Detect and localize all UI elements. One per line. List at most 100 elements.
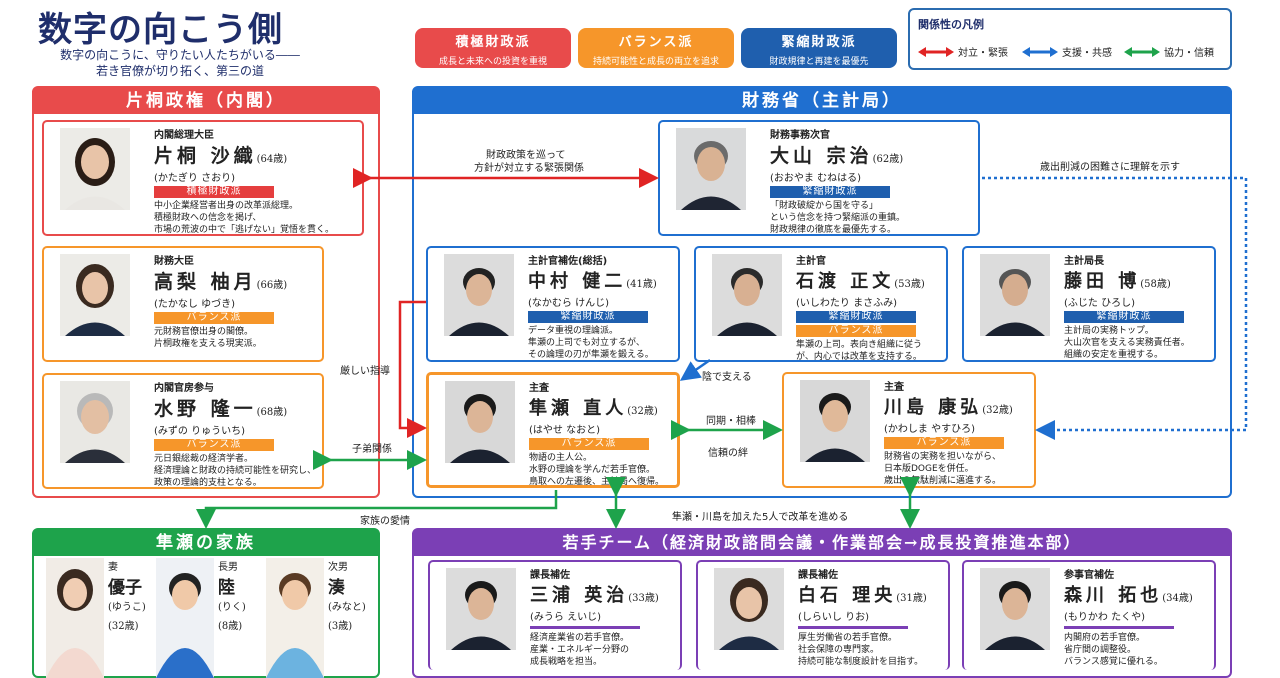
person-kana: (かたぎり さおり) bbox=[154, 173, 235, 184]
desc-line: 隼瀬の上司でも対立するが、 bbox=[528, 338, 645, 348]
portrait-avatar bbox=[712, 254, 782, 336]
person-kana: (おおやま むねはる) bbox=[770, 173, 861, 184]
card-fujita[interactable]: 主計局長 藤田 博(58歳) (ふじた ひろし) 緊縮財政派 主計局の実務トップ… bbox=[962, 246, 1216, 362]
section-cabinet: 片桐政権（内閣） bbox=[32, 86, 380, 498]
family-name: 優子 bbox=[108, 578, 142, 598]
person-kana: (いしわたり まさふみ) bbox=[796, 298, 897, 309]
role-label: 主計官 bbox=[796, 256, 826, 267]
role-label: 内閣総理大臣 bbox=[154, 130, 214, 141]
person-kana: (かわしま やすひろ) bbox=[884, 424, 975, 435]
relation-label-guidance: 厳しい指導 bbox=[340, 366, 390, 377]
green-double-arrow-icon bbox=[1124, 46, 1160, 57]
section-title: 財務省（主計局） bbox=[414, 88, 1230, 114]
desc-line: 成長戦略を担当。 bbox=[530, 657, 603, 667]
portrait-avatar bbox=[800, 380, 870, 462]
family-rel: 妻 bbox=[108, 562, 118, 573]
relation-label-reform: 隼瀬・川島を加えた5人で改革を進める bbox=[672, 512, 849, 523]
support-arrow-ishiwata-hayase bbox=[679, 358, 711, 381]
role-label: 課長補佐 bbox=[530, 570, 570, 581]
person-age: (32歳) bbox=[982, 405, 1013, 416]
faction-tag: バランス派 bbox=[154, 439, 274, 451]
family-member-son2[interactable]: 次男湊(みなと)(3歳) bbox=[266, 558, 376, 678]
family-name: 湊 bbox=[328, 578, 345, 598]
section-mof: 財務省（主計局） bbox=[412, 86, 1232, 498]
desc-line: 市場の荒波の中で「逃げない」覚悟を貫く。 bbox=[154, 225, 335, 235]
person-age: (58歳) bbox=[1140, 279, 1171, 290]
desc-line: データ重視の理論派。 bbox=[528, 326, 619, 336]
card-ishiwata[interactable]: 主計官 石渡 正文(53歳) (いしわたり まさふみ) 緊縮財政派 バランス派 … bbox=[694, 246, 948, 362]
card-mizuno[interactable]: 内閣官房参与 水野 隆一(68歳) (みずの りゅういち) バランス派 元日銀総… bbox=[42, 373, 324, 489]
family-age: (8歳) bbox=[218, 621, 243, 632]
person-kana: (しらいし りお) bbox=[798, 612, 869, 623]
legend-label: 協力・信頼 bbox=[1164, 48, 1214, 59]
family-name: 陸 bbox=[218, 578, 235, 598]
card-nakamura[interactable]: 主計官補佐(総括) 中村 健二(41歳) (なかむら けんじ) 緊縮財政派 デー… bbox=[426, 246, 680, 362]
faction-name: バランス派 bbox=[618, 35, 694, 50]
desc-line: 元日銀総裁の経済学者。 bbox=[154, 454, 254, 464]
person-age: (68歳) bbox=[256, 407, 288, 418]
faction-chip-balance: バランス派 持続可能性と成長の両立を追求 bbox=[578, 28, 734, 68]
section-title: 隼瀬の家族 bbox=[34, 530, 378, 556]
card-oyama[interactable]: 財務事務次官 大山 宗治(62歳) (おおやま むねはる) 緊縮財政派 「財政破… bbox=[658, 120, 980, 236]
divider bbox=[798, 626, 908, 629]
family-kana: (みなと) bbox=[328, 602, 366, 613]
person-age: (34歳) bbox=[1162, 593, 1193, 604]
portrait-avatar bbox=[980, 568, 1050, 650]
desc-line: 片桐政権を支える現実派。 bbox=[154, 339, 262, 349]
faction-tag: バランス派 bbox=[154, 312, 274, 324]
desc-line: 持続可能な制度設計を目指す。 bbox=[798, 657, 924, 667]
card-katagiri[interactable]: 内閣総理大臣 片桐 沙織(64歳) (かたぎり さおり) 積極財政派 中小企業経… bbox=[42, 120, 364, 236]
faction-name: 積極財政派 bbox=[455, 35, 531, 50]
family-age: (3歳) bbox=[328, 621, 353, 632]
family-members: 妻優子(ゆうこ)(32歳) 長男陸(りく)(8歳) 次男湊(みなと)(3歳) bbox=[32, 538, 380, 678]
person-age: (32歳) bbox=[627, 406, 658, 417]
desc-line: 主計局の実務トップ。 bbox=[1064, 326, 1154, 336]
person-age: (31歳) bbox=[896, 593, 927, 604]
faction-name: 緊縮財政派 bbox=[781, 35, 857, 50]
person-kana: (みずの りゅういち) bbox=[154, 426, 245, 437]
legend-label: 支援・共感 bbox=[1062, 48, 1112, 59]
card-miura[interactable]: 課長補佐 三浦 英治(33歳) (みうら えいじ) 経済産業省の若手官僚。産業・… bbox=[428, 560, 682, 670]
portrait-avatar bbox=[60, 254, 130, 336]
section-title: 若手チーム（経済財政諮問会議・作業部会→成長投資推進本部） bbox=[414, 530, 1230, 556]
role-label: 主計官補佐(総括) bbox=[528, 256, 608, 267]
desc-line: バランス感覚に優れる。 bbox=[1064, 657, 1163, 667]
card-takanashi[interactable]: 財務大臣 高梨 柚月(66歳) (たかなし ゆづき) バランス派 元財務官僚出身… bbox=[42, 246, 324, 362]
desc-line: 隼瀬の上司。表向き組織に従う bbox=[796, 340, 923, 350]
role-label: 主査 bbox=[529, 383, 549, 394]
person-age: (66歳) bbox=[256, 280, 288, 291]
relation-label-conflict-2: 方針が対立する緊張関係 bbox=[474, 163, 584, 174]
portrait-avatar bbox=[446, 568, 516, 650]
portrait-avatar bbox=[676, 128, 746, 210]
role-label: 財務事務次官 bbox=[770, 130, 830, 141]
person-age: (62歳) bbox=[872, 154, 904, 165]
person-age: (41歳) bbox=[626, 279, 657, 290]
section-title: 片桐政権（内閣） bbox=[34, 88, 378, 114]
person-name: 片桐 沙織 bbox=[154, 145, 257, 167]
person-name: 三浦 英治 bbox=[530, 585, 629, 606]
portrait-avatar bbox=[444, 254, 514, 336]
desc-line: 省庁間の調整役。 bbox=[1064, 645, 1137, 655]
faction-desc: 財政規律と再建を最優先 bbox=[769, 57, 869, 67]
person-name: 大山 宗治 bbox=[770, 145, 873, 167]
person-kana: (たかなし ゆづき) bbox=[154, 299, 235, 310]
faction-chip-kinshuku: 緊縮財政派 財政規律と再建を最優先 bbox=[741, 28, 897, 68]
faction-tag: バランス派 bbox=[884, 437, 1004, 449]
card-shiraishi[interactable]: 課長補佐 白石 理央(31歳) (しらいし りお) 厚生労働省の若手官僚。社会保… bbox=[696, 560, 950, 670]
desc-line: 「財政破綻から国を守る」 bbox=[770, 201, 879, 211]
person-name: 白石 理央 bbox=[798, 585, 897, 606]
portrait-avatar bbox=[266, 558, 324, 678]
relation-label-conflict: 財政政策を巡って bbox=[486, 150, 566, 161]
person-kana: (もりかわ たくや) bbox=[1064, 612, 1145, 623]
card-hayase[interactable]: 主査 隼瀬 直人(32歳) (はやせ なおと) バランス派 物語の主人公。水野の… bbox=[426, 372, 680, 488]
family-rel: 長男 bbox=[218, 562, 238, 573]
family-member-son1[interactable]: 長男陸(りく)(8歳) bbox=[156, 558, 266, 678]
desc-line: 内閣府の若手官僚。 bbox=[1064, 633, 1146, 643]
card-morikawa[interactable]: 参事官補佐 森川 拓也(34歳) (もりかわ たくや) 内閣府の若手官僚。省庁間… bbox=[962, 560, 1216, 670]
person-age: (53歳) bbox=[894, 279, 925, 290]
person-name: 川島 康弘 bbox=[884, 397, 983, 418]
role-label: 参事官補佐 bbox=[1064, 570, 1114, 581]
portrait-avatar bbox=[156, 558, 214, 678]
card-kawashima[interactable]: 主査 川島 康弘(32歳) (かわしま やすひろ) バランス派 財務省の実務を担… bbox=[782, 372, 1036, 488]
